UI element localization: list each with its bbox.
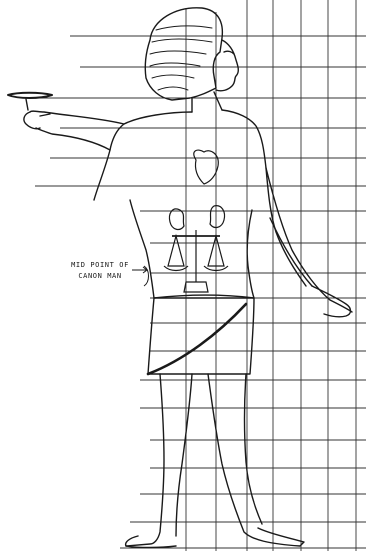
lowered-arm [266,168,330,300]
annotation-line-2: CANON MAN [60,271,140,282]
hand [24,112,50,129]
kilt-fold [148,304,246,374]
balance-scale [164,230,228,292]
left-leg-inner [176,374,192,536]
torso-right [222,110,306,286]
head-wig [145,8,222,100]
kilt [148,298,254,374]
left-kidney-icon [169,209,184,230]
right-leg [208,374,304,546]
wig-lines [150,26,212,90]
raised-arm [30,111,124,150]
torso-left [94,112,192,200]
heart-icon [194,150,218,184]
annotation-line-1: MID POINT OF [60,260,140,271]
midpoint-annotation: MID POINT OF CANON MAN [60,260,140,282]
left-foot [126,546,176,548]
dish-stem [26,99,28,110]
right-kidney-icon [210,206,225,228]
waist-right [247,210,254,298]
lowered-hand [312,286,352,317]
offering-dish [8,93,52,98]
neck [192,92,222,112]
left-leg [126,374,164,546]
face [216,40,238,91]
waist-left [130,200,154,298]
